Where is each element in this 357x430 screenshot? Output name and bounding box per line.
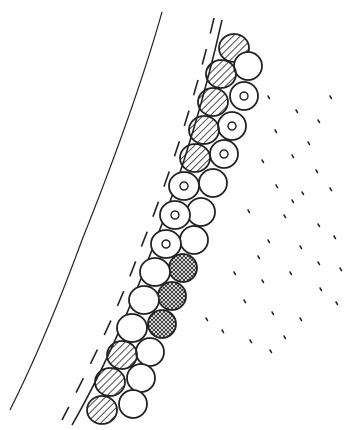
stone: [199, 169, 227, 197]
stone: [117, 314, 147, 342]
gravel-dot: [284, 336, 286, 339]
gravel-dot: [272, 312, 274, 315]
gravel-dot: [250, 340, 252, 343]
stone: [210, 140, 238, 168]
gravel-dot: [262, 160, 264, 163]
gravel-dot: [300, 246, 302, 249]
stone-border: [87, 34, 262, 424]
gravel-dot: [222, 330, 224, 333]
stone: [127, 364, 155, 392]
gravel-dot: [334, 236, 336, 239]
gravel-dot: [268, 96, 270, 99]
gravel-dot: [270, 350, 272, 353]
stone: [198, 88, 228, 116]
stone: [180, 226, 208, 254]
stone: [169, 254, 197, 282]
gravel-dot: [330, 188, 332, 191]
gravel-dot: [248, 210, 250, 213]
stone: [180, 144, 210, 172]
stone: [169, 172, 199, 200]
gravel-dot: [318, 120, 320, 123]
gravel-dot: [296, 110, 298, 113]
gravel-dot: [284, 215, 286, 218]
gravel-dot: [330, 96, 332, 99]
gravel-dot: [318, 262, 320, 265]
stone: [119, 390, 147, 418]
gravel-dot: [292, 155, 294, 158]
gravel-dot: [300, 318, 302, 321]
gravel-dot: [268, 240, 270, 243]
gravel-dot: [234, 272, 236, 275]
gravel-dot: [318, 224, 320, 227]
stone: [158, 282, 186, 310]
gravel-dot: [292, 200, 294, 203]
gravel-dot: [276, 185, 278, 188]
gravel-dot: [336, 302, 338, 305]
stone: [160, 201, 190, 229]
gravel-dot: [275, 130, 277, 133]
stone: [95, 368, 125, 396]
stone: [230, 82, 258, 110]
stone: [129, 286, 159, 314]
gravel-dot: [340, 268, 342, 271]
stone: [206, 60, 236, 88]
gravel-dot: [206, 318, 208, 321]
gravel-dot: [302, 192, 304, 195]
stone: [136, 338, 164, 366]
stone: [87, 396, 117, 424]
stone: [107, 341, 137, 369]
stone: [148, 310, 176, 338]
stone: [218, 112, 246, 140]
gravel-dot: [244, 300, 246, 303]
gravel-dot: [258, 256, 260, 259]
stone: [140, 258, 170, 286]
stone: [151, 230, 181, 258]
gravel-dot: [290, 272, 292, 275]
stone: [189, 116, 219, 144]
gravel-dot: [320, 288, 322, 291]
gravel-dot: [308, 142, 310, 145]
gravel-dot: [262, 280, 264, 283]
gravel-dot: [316, 170, 318, 173]
stone: [187, 198, 215, 226]
stone: [234, 52, 262, 80]
